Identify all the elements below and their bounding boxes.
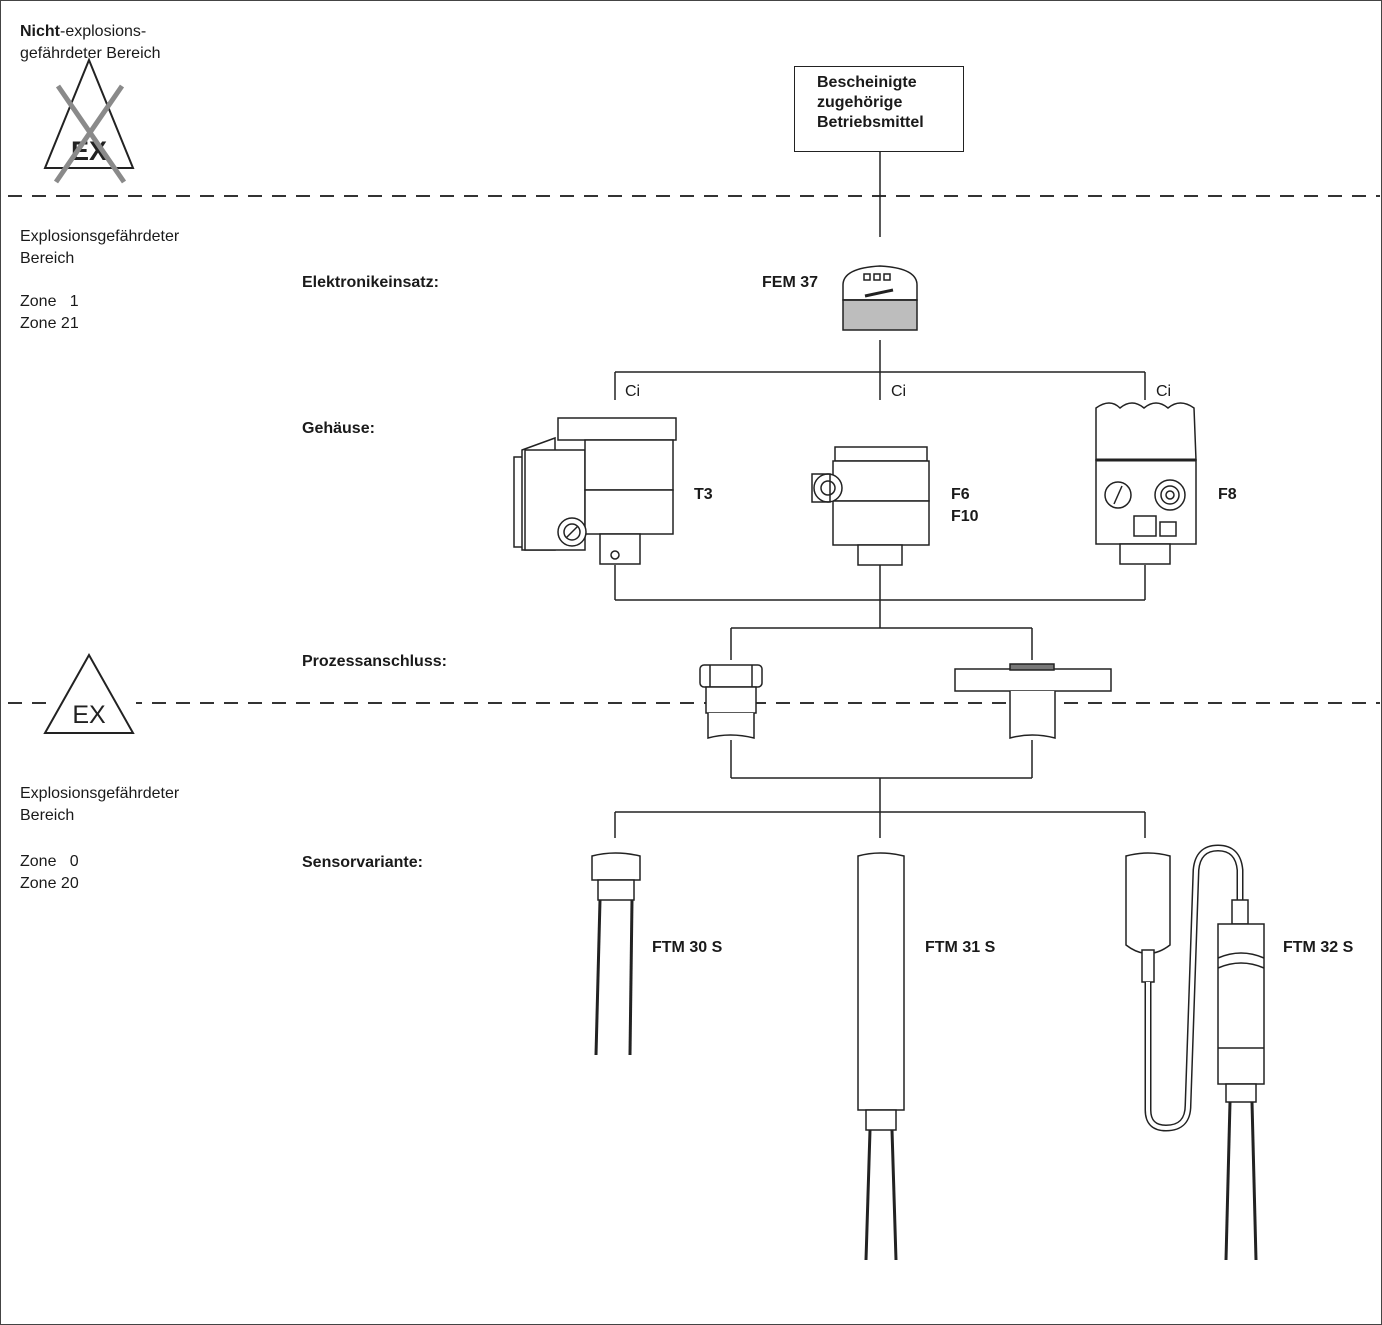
certified-line-1: Bescheinigte	[817, 74, 917, 91]
hazard-lower-zones: Zone 0 Zone 20	[20, 851, 79, 895]
sensor-ftm32s-icon	[1125, 844, 1265, 1261]
ci-label-right: Ci	[1156, 383, 1172, 400]
hazard-upper-line1: Explosionsgefährdeter	[20, 228, 180, 245]
hazard-upper-zones: Zone 1 Zone 21	[20, 291, 79, 335]
ex-triangle-icon: EX	[43, 652, 136, 734]
housing-f6-label: F6	[951, 486, 970, 503]
ci-label-center: Ci	[891, 383, 907, 400]
non-hazard-bold: Nicht	[20, 23, 60, 40]
housing-f6-f10-icon	[811, 446, 930, 566]
non-hazard-rest: -explosions-	[60, 23, 147, 40]
sensor-ftm31s-icon	[857, 852, 905, 1261]
zone-20-label: Zone 20	[20, 875, 79, 892]
connector-lines	[614, 152, 1146, 838]
sensor-ftm32s-label: FTM 32 S	[1283, 939, 1354, 956]
ex-crossed-icon: EX	[43, 57, 135, 184]
zone-1-label: Zone 1	[20, 293, 79, 310]
ex-triangle-text: EX	[72, 701, 106, 729]
process-thread-icon	[699, 664, 763, 739]
sensor-ftm31s-label: FTM 31 S	[925, 939, 996, 956]
hazard-lower-line2: Bereich	[20, 807, 75, 824]
process-flange-icon	[954, 663, 1112, 739]
hazard-lower-zone-label: Explosionsgefährdeter Bereich	[20, 783, 179, 827]
sensor-ftm30s-icon	[591, 852, 641, 1056]
row-label-housing: Gehäuse:	[302, 420, 375, 437]
row-label-process: Prozessanschluss:	[302, 653, 447, 670]
housing-f8-label: F8	[1218, 486, 1237, 503]
hazard-upper-zone-label: Explosionsgefährdeter Bereich	[20, 226, 179, 270]
row-label-sensor: Sensorvariante:	[302, 854, 423, 871]
housing-f10-label: F10	[951, 508, 979, 525]
housing-t3-icon	[513, 417, 677, 565]
sensor-ftm30s-label: FTM 30 S	[652, 939, 723, 956]
housing-f8-icon	[1095, 402, 1197, 565]
housing-t3-label: T3	[694, 486, 713, 503]
certified-line-3: Betriebsmittel	[817, 114, 924, 131]
certified-equipment-box: Bescheinigte zugehörige Betriebsmittel	[794, 66, 964, 152]
hazard-lower-line1: Explosionsgefährdeter	[20, 785, 180, 802]
ci-label-left: Ci	[625, 383, 641, 400]
certified-line-2: zugehörige	[817, 94, 903, 111]
non-hazard-line2: gefährdeter Bereich	[20, 45, 161, 62]
non-hazard-zone-label: Nicht-explosions- gefährdeter Bereich	[20, 21, 161, 65]
zone-21-label: Zone 21	[20, 315, 79, 332]
hazard-upper-line2: Bereich	[20, 250, 75, 267]
fem37-electronics-icon	[842, 265, 918, 331]
row-label-electronics: Elektronikeinsatz:	[302, 274, 439, 291]
fem37-label: FEM 37	[762, 274, 819, 291]
zone-0-label: Zone 0	[20, 853, 79, 870]
